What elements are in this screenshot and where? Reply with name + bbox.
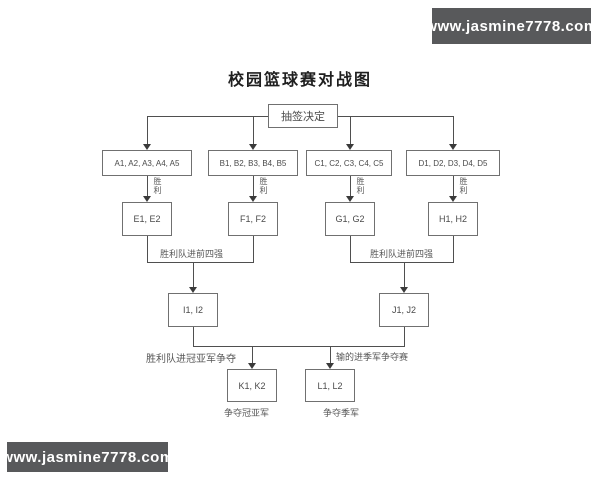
- watermark-bottom-left: www.jasmine7778.com: [1, 442, 173, 472]
- group-c-box: C1, C2, C3, C4, C5: [306, 150, 392, 176]
- connector-line: [253, 236, 254, 262]
- arrow-down-icon: [449, 144, 457, 150]
- connector-line: [453, 116, 454, 144]
- connector-line: [147, 236, 148, 262]
- arrow-down-icon: [248, 363, 256, 369]
- third-place-caption: 争夺季军: [323, 408, 360, 418]
- winner-h-box: H1, H2: [428, 202, 478, 236]
- connector-line: [453, 236, 454, 262]
- connector-line: [147, 116, 148, 144]
- final-l-box: L1, L2: [305, 369, 355, 402]
- championship-caption: 争夺冠亚军: [224, 408, 270, 418]
- win-label: 胜利: [356, 177, 365, 195]
- connector-line: [193, 346, 405, 347]
- advance-top4-label-left: 胜利队进前四强: [160, 249, 224, 259]
- connector-line: [453, 176, 454, 196]
- connector-line: [404, 262, 405, 287]
- connector-line: [147, 176, 148, 196]
- arrow-down-icon: [189, 287, 197, 293]
- connector-line: [350, 262, 454, 263]
- connector-line: [350, 236, 351, 262]
- watermark-top-right: www.jasmine7778.com: [425, 8, 597, 44]
- connector-line: [253, 176, 254, 196]
- final-loser-label: 输的进季军争夺赛: [336, 352, 409, 362]
- connector-line: [330, 346, 331, 363]
- win-label: 胜利: [459, 177, 468, 195]
- connector-line: [350, 116, 351, 144]
- advance-top4-label-right: 胜利队进前四强: [370, 249, 434, 259]
- arrow-down-icon: [249, 196, 257, 202]
- semifinal-j-box: J1, J2: [379, 293, 429, 327]
- connector-line: [193, 327, 194, 346]
- arrow-down-icon: [400, 287, 408, 293]
- arrow-down-icon: [326, 363, 334, 369]
- winner-f-box: F1, F2: [228, 202, 278, 236]
- group-d-box: D1, D2, D3, D4, D5: [406, 150, 500, 176]
- arrow-down-icon: [449, 196, 457, 202]
- connector-line: [252, 346, 253, 363]
- win-label: 胜利: [259, 177, 268, 195]
- final-winner-label: 胜利队进冠亚军争夺: [146, 354, 236, 365]
- connector-line: [193, 262, 194, 287]
- semifinal-i-box: I1, I2: [168, 293, 218, 327]
- page-title: 校园篮球赛对战图: [227, 72, 372, 89]
- arrow-down-icon: [143, 144, 151, 150]
- win-label: 胜利: [153, 177, 162, 195]
- arrow-down-icon: [249, 144, 257, 150]
- connector-line: [147, 116, 268, 117]
- draw-lots-box: 抽签决定: [268, 104, 338, 128]
- group-b-box: B1, B2, B3, B4, B5: [208, 150, 298, 176]
- connector-line: [253, 116, 254, 144]
- connector-line: [404, 327, 405, 346]
- connector-line: [350, 176, 351, 196]
- arrow-down-icon: [143, 196, 151, 202]
- connector-line: [147, 262, 254, 263]
- arrow-down-icon: [346, 144, 354, 150]
- connector-line: [338, 116, 453, 117]
- winner-e-box: E1, E2: [122, 202, 172, 236]
- group-a-box: A1, A2, A3, A4, A5: [102, 150, 192, 176]
- winner-g-box: G1, G2: [325, 202, 375, 236]
- final-k-box: K1, K2: [227, 369, 277, 402]
- arrow-down-icon: [346, 196, 354, 202]
